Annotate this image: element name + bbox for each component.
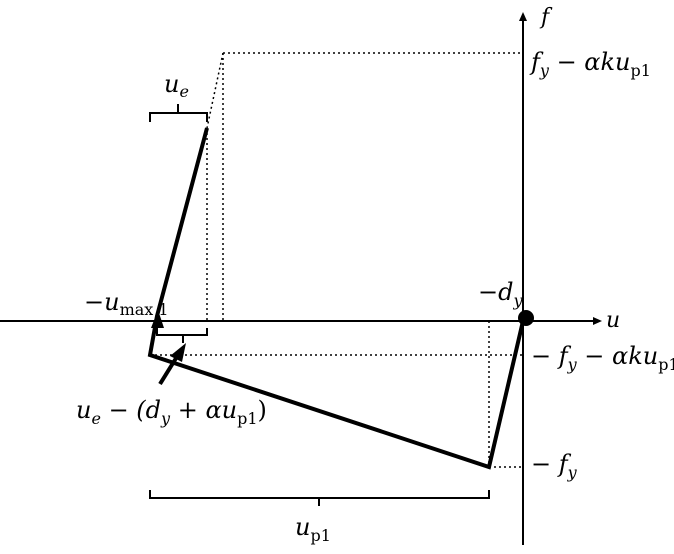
dotted-guides	[150, 52, 523, 468]
bottom-formula: ue − (dy + αup1)	[76, 396, 267, 428]
pointer-arrow	[158, 353, 180, 386]
u-axis-label: u	[606, 308, 620, 333]
up-arrow-marker	[151, 310, 164, 328]
hysteresis-path	[147, 127, 525, 470]
ue-label: ue	[164, 70, 189, 101]
origin-point	[518, 310, 534, 326]
fy-plus-label: fy − αkup1	[529, 48, 651, 80]
fy-minus-label: − fy − αkup1	[531, 342, 674, 374]
ue-bracket	[149, 104, 208, 122]
dy-label: −dy	[478, 278, 523, 310]
up1-bracket	[149, 490, 490, 506]
up1-label: up1	[295, 513, 331, 545]
small-bracket	[156, 328, 208, 343]
pointer-arrowhead	[170, 343, 186, 362]
f-axis-label: f	[539, 5, 553, 30]
umax-label: −umax 1	[84, 288, 169, 319]
neg-fy-label: − fy	[531, 450, 578, 482]
